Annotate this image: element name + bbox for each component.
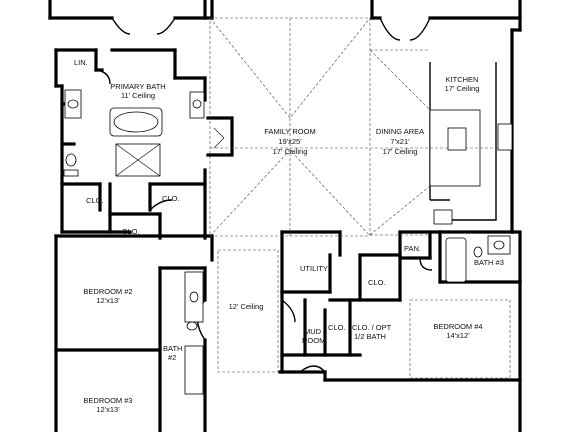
label-pan: PAN.	[404, 244, 421, 253]
label-bath2-num: #2	[168, 353, 176, 362]
label-primary-bath-ceiling: 11' Ceiling	[121, 91, 155, 100]
room-labels: LIN. PRIMARY BATH 11' Ceiling FAMILY ROO…	[74, 58, 504, 414]
label-hall-ceiling: 12' Ceiling	[229, 302, 264, 311]
label-family-room-ceiling: 17' Ceiling	[273, 147, 308, 156]
label-dining-area-ceiling: 17' Ceiling	[383, 147, 418, 156]
label-clo-mud: CLO.	[328, 323, 346, 332]
label-lin: LIN.	[74, 58, 88, 67]
label-dining-area-size: 7'x21'	[390, 137, 410, 146]
label-dining-area: DINING AREA	[376, 127, 424, 136]
label-clo-small: CLO.	[122, 227, 140, 236]
label-half-bath-2: 1/2 BATH	[354, 332, 386, 341]
label-clo-util: CLO.	[368, 278, 386, 287]
label-bath3: BATH #3	[474, 258, 504, 267]
label-clo-mid: CLO.	[162, 194, 180, 203]
label-mud-room: MUD	[304, 327, 322, 336]
label-bedroom3: BEDROOM #3	[83, 396, 132, 405]
label-family-room-size: 19'x25'	[278, 137, 302, 146]
label-utility: UTILITY	[300, 264, 328, 273]
label-half-bath: CLO. / OPT	[352, 323, 392, 332]
label-bath2: BATH	[163, 344, 182, 353]
label-bedroom2: BEDROOM #2	[83, 287, 132, 296]
label-bedroom4-size: 14'x12'	[446, 331, 470, 340]
label-family-room: FAMILY ROOM	[264, 127, 315, 136]
label-bedroom4: BEDROOM #4	[433, 322, 482, 331]
label-clo-left: CLO.	[86, 196, 104, 205]
fixtures	[63, 89, 513, 395]
label-bedroom3-size: 12'x13'	[96, 405, 120, 414]
label-mud-room-2: ROOM	[302, 336, 325, 345]
label-primary-bath: PRIMARY BATH	[110, 82, 165, 91]
label-bedroom2-size: 12'x13'	[96, 296, 120, 305]
label-kitchen-ceiling: 17' Ceiling	[445, 84, 480, 93]
doors	[95, 17, 433, 373]
label-kitchen: KITCHEN	[446, 75, 479, 84]
